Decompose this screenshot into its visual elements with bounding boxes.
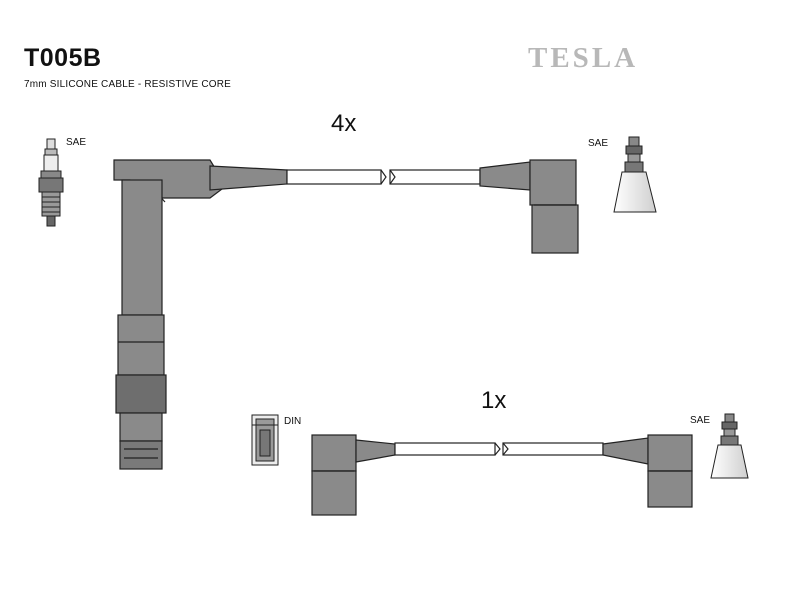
distributor-terminal-icon: [251, 414, 279, 466]
cable-description: 7mm SILICONE CABLE - RESISTIVE CORE: [24, 79, 232, 90]
spark-plug-terminal-label: SAE: [66, 137, 87, 148]
spark-plug-icon: [38, 138, 64, 227]
distributor-terminal-label: DIN: [284, 416, 302, 427]
bottom-lead-right-boot: [647, 434, 693, 472]
part-number: T005B: [24, 44, 102, 72]
coil-terminal-top-icon: [613, 136, 657, 213]
top-ignition-lead: [113, 159, 579, 470]
coil-terminal-top-label: SAE: [588, 138, 609, 149]
bottom-lead-quantity: 1x: [481, 387, 507, 414]
top-lead-quantity: 4x: [331, 110, 357, 137]
top-lead-coil-boot: [529, 159, 577, 206]
brand-logo: TESLA: [528, 42, 639, 74]
coil-terminal-bottom-icon: [710, 413, 749, 479]
bottom-lead-left-boot: [311, 434, 357, 472]
bottom-ignition-lead: [311, 434, 693, 516]
top-lead-boot-tube: [121, 179, 163, 316]
coil-terminal-bottom-label: SAE: [690, 415, 711, 426]
